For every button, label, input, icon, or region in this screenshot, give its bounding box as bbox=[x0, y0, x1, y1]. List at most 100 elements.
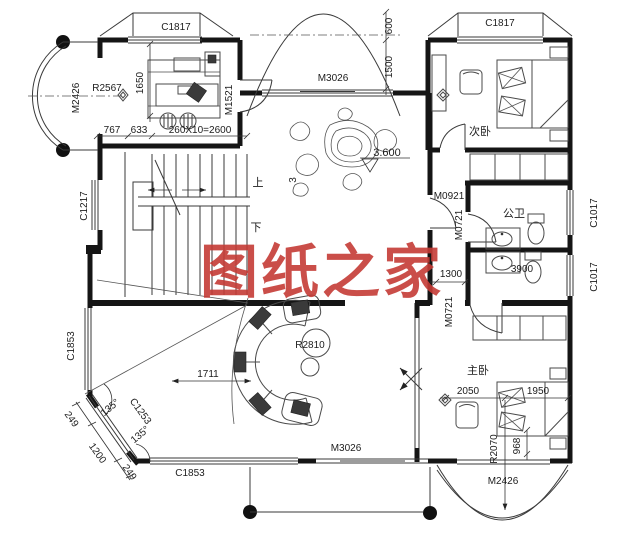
label-dim-2050: 2050 bbox=[457, 386, 480, 397]
entry-cross-mark bbox=[400, 368, 423, 390]
label-angle-135-1: 135° bbox=[99, 397, 122, 419]
angle-arc bbox=[135, 443, 151, 463]
doors bbox=[239, 79, 503, 390]
chair bbox=[455, 401, 479, 429]
label-dim-249-1: 249 bbox=[62, 410, 81, 430]
label-stairs-up: 上 bbox=[253, 176, 264, 189]
closet-secondary bbox=[469, 153, 569, 181]
label-public-bath: 公卫 bbox=[503, 207, 525, 220]
sink-counter bbox=[485, 251, 521, 274]
rock-garden bbox=[289, 107, 397, 197]
label-window-c1853-left: C1853 bbox=[66, 331, 77, 361]
label-dim-1650: 1650 bbox=[135, 71, 146, 94]
label-dim-600: 600 bbox=[384, 17, 395, 34]
cushion bbox=[233, 351, 247, 373]
label-window-c1017-upper: C1017 bbox=[589, 198, 600, 228]
bay-windows bbox=[28, 12, 573, 521]
bay-roof-top-right bbox=[427, 12, 573, 37]
furniture-secondary-bedroom bbox=[431, 46, 569, 142]
living-room-sofa bbox=[84, 279, 331, 426]
label-dim-633: 633 bbox=[131, 125, 148, 136]
label-dim-r2567: R2567 bbox=[92, 83, 122, 94]
label-door-m2426-bay: M2426 bbox=[71, 82, 82, 113]
label-dim-1200: 1200 bbox=[86, 441, 108, 466]
window-c1217 bbox=[91, 180, 99, 230]
toilet-icon bbox=[527, 221, 545, 245]
watermark: 图纸之家 bbox=[200, 238, 444, 306]
angle-arc bbox=[103, 383, 113, 415]
window-c1853-left bbox=[84, 308, 92, 390]
label-dim-r2810: R2810 bbox=[295, 340, 325, 351]
label-dim-r2070: R2070 bbox=[489, 434, 500, 464]
round-table bbox=[301, 328, 331, 358]
door-m1521 bbox=[239, 79, 273, 113]
label-window-c1853-bottom: C1853 bbox=[175, 468, 205, 479]
label-stair-run: 260X10=2600 bbox=[169, 125, 232, 136]
door-m3026-bottom bbox=[316, 458, 428, 464]
bay-roof-top-left bbox=[99, 12, 234, 37]
cushion bbox=[248, 306, 272, 330]
stool bbox=[159, 112, 177, 130]
label-window-c1817-top-right: C1817 bbox=[485, 18, 515, 29]
porch bbox=[243, 467, 437, 520]
door-m0921 bbox=[429, 197, 457, 229]
dimension-lines bbox=[71, 8, 572, 510]
void-line bbox=[84, 279, 249, 395]
window-c1253 bbox=[85, 393, 138, 463]
label-door-m3026-top: M3026 bbox=[318, 73, 349, 84]
furniture-master-bedroom bbox=[438, 367, 569, 450]
label-window-c1017-lower: C1017 bbox=[589, 262, 600, 292]
cushion bbox=[290, 299, 311, 317]
side-table bbox=[300, 357, 320, 377]
label-elevation: 3.600 bbox=[373, 147, 401, 159]
label-window-c1817-top-left: C1817 bbox=[161, 22, 191, 33]
window-c1017-lower bbox=[566, 255, 574, 296]
window-c1817-top-left bbox=[128, 36, 202, 44]
stairs bbox=[124, 152, 250, 297]
label-master-bedroom: 主卧 bbox=[467, 364, 489, 377]
label-dim-1500: 1500 bbox=[384, 55, 395, 78]
column bbox=[423, 506, 437, 520]
label-dim-249-2: 249 bbox=[120, 463, 139, 483]
sink-icon bbox=[491, 231, 513, 247]
stool bbox=[179, 112, 197, 130]
label-door-m2426-master: M2426 bbox=[488, 476, 519, 487]
stair-break-line bbox=[154, 159, 181, 216]
master-balcony-arc bbox=[436, 464, 569, 521]
window-c1853-bottom bbox=[150, 457, 298, 465]
office-chair bbox=[185, 81, 207, 103]
sink-counter bbox=[485, 227, 521, 250]
closets bbox=[469, 153, 569, 341]
window-c1017-upper bbox=[566, 190, 574, 235]
label-dim-968: 968 bbox=[512, 437, 523, 454]
toilet-icon bbox=[524, 260, 542, 284]
door-m0721-lower bbox=[469, 303, 503, 334]
cushion bbox=[248, 392, 272, 416]
label-dim-1711: 1711 bbox=[197, 369, 219, 380]
label-door-m0721-upper: M0721 bbox=[454, 209, 465, 240]
label-dim-1950: 1950 bbox=[527, 386, 550, 397]
terrace-arc bbox=[246, 13, 401, 117]
label-stairs-down: 下 bbox=[251, 221, 262, 234]
labels: C1817 C1817 M3026 600 1500 M2426 R2567 1… bbox=[62, 17, 600, 487]
plant-icon bbox=[117, 88, 129, 102]
bathroom-fixtures bbox=[485, 213, 545, 284]
door-m2426-threshold bbox=[457, 459, 550, 465]
furniture-study bbox=[117, 51, 221, 130]
sink-icon bbox=[491, 255, 513, 271]
label-dim-3900: 3900 bbox=[511, 264, 534, 275]
toilet-tank bbox=[524, 251, 542, 261]
plant-icon bbox=[438, 393, 452, 407]
label-secondary-bedroom: 次卧 bbox=[469, 124, 491, 138]
window-m3026-top bbox=[262, 89, 393, 97]
label-dim-767: 767 bbox=[104, 125, 121, 136]
label-window-c1253: C1253 bbox=[127, 396, 153, 427]
door-secondary-bedroom bbox=[439, 123, 466, 150]
cushion bbox=[290, 399, 311, 417]
windows bbox=[84, 36, 574, 465]
door-m0721-upper bbox=[467, 213, 497, 243]
label-door-m1521: M1521 bbox=[224, 84, 235, 115]
label-door-m3026-bottom: M3026 bbox=[331, 443, 362, 454]
